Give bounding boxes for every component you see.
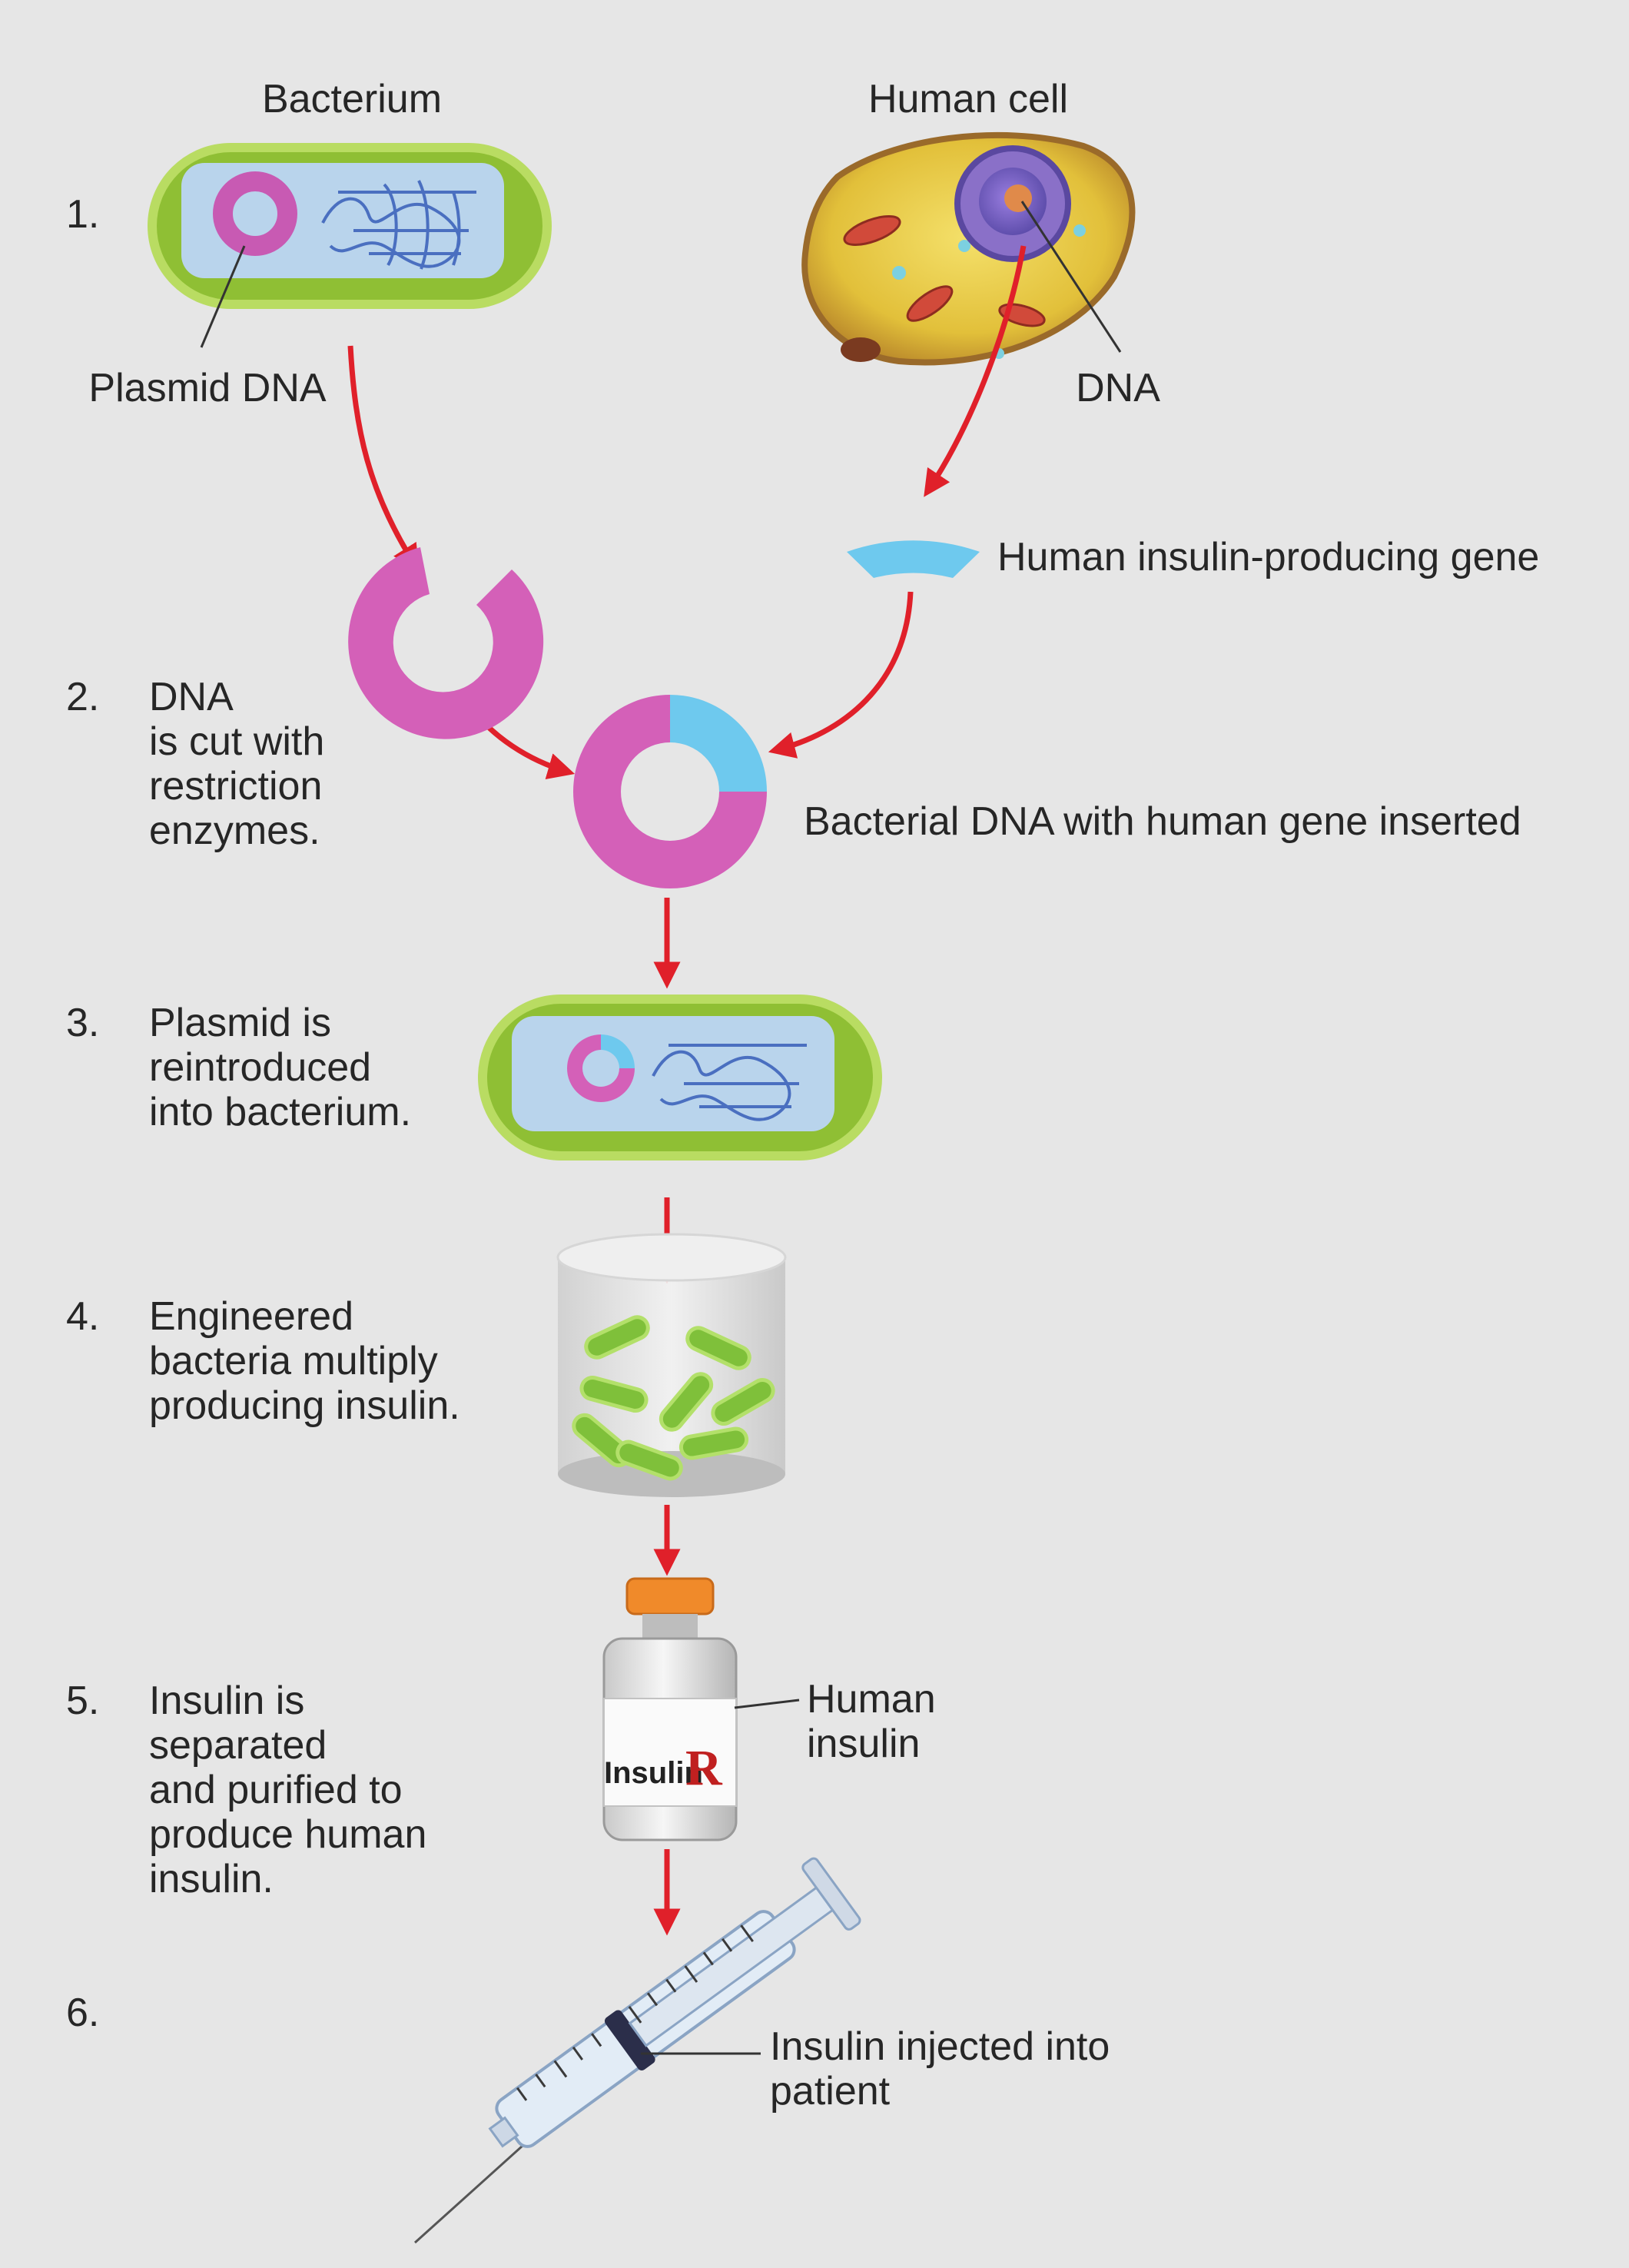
bacterial-chromosome: [321, 180, 476, 270]
human-insulin-label-line2: insulin: [807, 1722, 920, 1766]
step-3-line: reintroduced: [149, 1045, 371, 1090]
cell-dna-leader-line: [1020, 201, 1122, 353]
step-1-number: 1.: [66, 192, 99, 237]
step-2-text: DNA is cut with restriction enzymes.: [149, 675, 324, 853]
bacteria-culture-jar: [556, 1233, 787, 1497]
human-insulin-leader-line: [734, 1699, 800, 1709]
insulin-gene-fragment: [847, 540, 980, 578]
step-2-line: is cut with: [149, 719, 324, 764]
insulin-gene-label: Human insulin-producing gene: [997, 535, 1539, 579]
step-5-line: insulin.: [149, 1857, 274, 1901]
plasmid-leader-line: [200, 245, 246, 348]
recombinant-plasmid: [573, 695, 767, 888]
step-2-line: DNA: [149, 675, 234, 719]
flow-arrows: [347, 245, 1027, 1936]
human-insulin-label-line1: Human: [807, 1677, 936, 1722]
step-3-text: Plasmid is reintroduced into bacterium.: [149, 1001, 411, 1134]
arrow-plasmid-to-cut: [347, 345, 420, 572]
syringe-needle: [413, 2130, 539, 2244]
plasmid-ring: [213, 171, 297, 256]
syringe: [413, 1857, 861, 2244]
step-2-number: 2.: [66, 675, 99, 719]
bacterium-header: Bacterium: [262, 77, 442, 121]
step-4-line: Engineered: [149, 1294, 353, 1339]
arrow-dna-to-gene: [924, 245, 1027, 497]
step-4-number: 4.: [66, 1294, 99, 1339]
cell-opening: [841, 337, 881, 362]
step-4-line: bacteria multiply: [149, 1339, 438, 1383]
step-2-line: enzymes.: [149, 809, 320, 853]
step-5-number: 5.: [66, 1679, 99, 1723]
step-3-line: into bacterium.: [149, 1090, 411, 1134]
recombinant-label: Bacterial DNA with human gene inserted: [804, 799, 1521, 844]
bacterium-illustration: [148, 143, 552, 309]
vial-cap: [625, 1577, 715, 1615]
step-4-text: Engineered bacteria multiply producing i…: [149, 1294, 460, 1428]
injected-label-line2: patient: [770, 2069, 891, 2114]
cell-dna-label: DNA: [1076, 366, 1160, 410]
plasmid-dna-label: Plasmid DNA: [88, 366, 326, 410]
step-5-line: Insulin is: [149, 1679, 304, 1723]
step-3-line: Plasmid is: [149, 1001, 331, 1045]
human-cell-illustration: [801, 131, 1136, 366]
step-2-line: restriction: [149, 764, 322, 809]
injected-label-line1: Insulin injected into: [770, 2024, 1110, 2069]
step-4-line: producing insulin.: [149, 1383, 460, 1428]
vial-label-text: Insulin: [604, 1756, 703, 1790]
syringe-plunger-seal: [604, 2010, 655, 2070]
rx-symbol: R: [685, 1740, 723, 1796]
step-numbers: 1. 2. 3. 4. 5. 6.: [66, 192, 99, 2035]
step-5-line: produce human: [149, 1812, 426, 1857]
insulin-vial: Insulin R: [602, 1577, 738, 1841]
step-3-number: 3.: [66, 1001, 99, 1045]
syringe-plunger: [628, 1886, 834, 2047]
cut-plasmid: [348, 547, 544, 739]
human-cell-header: Human cell: [868, 77, 1068, 121]
step-5-text: Insulin is separated and purified to pro…: [149, 1679, 426, 1901]
engineered-bacterium: [478, 995, 882, 1161]
culture-bacteria: [572, 1315, 775, 1481]
step-5-line: and purified to: [149, 1768, 403, 1812]
arrow-gene-to-recombinant: [768, 591, 914, 759]
step-6-number: 6.: [66, 1991, 99, 2035]
step-5-line: separated: [149, 1723, 327, 1768]
syringe-ticks: [516, 1924, 754, 2101]
vesicles: [892, 224, 1086, 359]
mitochondria: [843, 215, 1046, 327]
nucleus: [954, 145, 1071, 262]
